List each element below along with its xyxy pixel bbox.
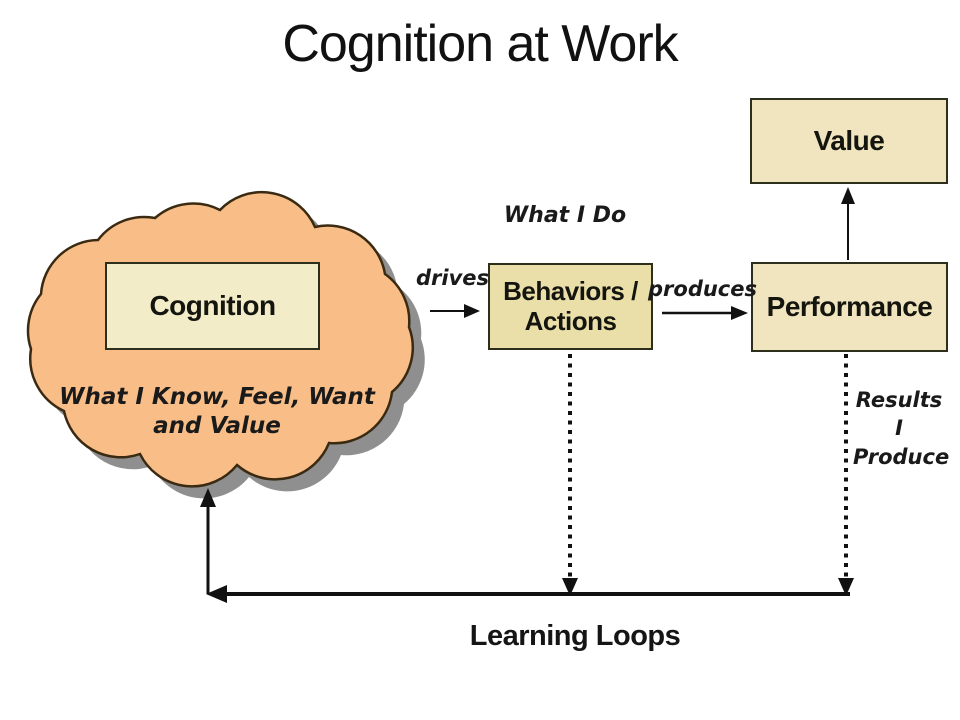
performance-box: Performance [751,262,948,352]
value-arrowhead [841,187,855,204]
value-box-label: Value [813,124,885,156]
performance-dotted-arrowhead [838,578,854,596]
value-box: Value [750,98,948,184]
produces-label: produces [648,277,757,301]
drives-arrowhead [464,304,480,318]
learning-loops-label: Learning Loops [469,620,681,652]
behaviors-actions-box-label: Behaviors / Actions [503,275,638,336]
behaviors-actions-box: Behaviors / Actions [488,263,653,350]
what-i-do-label: What I Do [503,203,627,228]
loop-left-arrowhead [206,585,227,603]
produces-arrowhead [731,306,748,320]
drives-label: drives [415,266,490,290]
cloud-subtext: What I Know, Feel, Want and Value [59,384,375,439]
loop-up-arrowhead [200,488,216,507]
performance-box-label: Performance [766,290,933,322]
cognition-box-label: Cognition [149,289,276,321]
slide-title: Cognition at Work [282,15,678,73]
behaviors-dotted-arrowhead [562,578,578,596]
cognition-box: Cognition [105,262,320,350]
results-i-produce-label: Results I Produce [853,388,950,469]
